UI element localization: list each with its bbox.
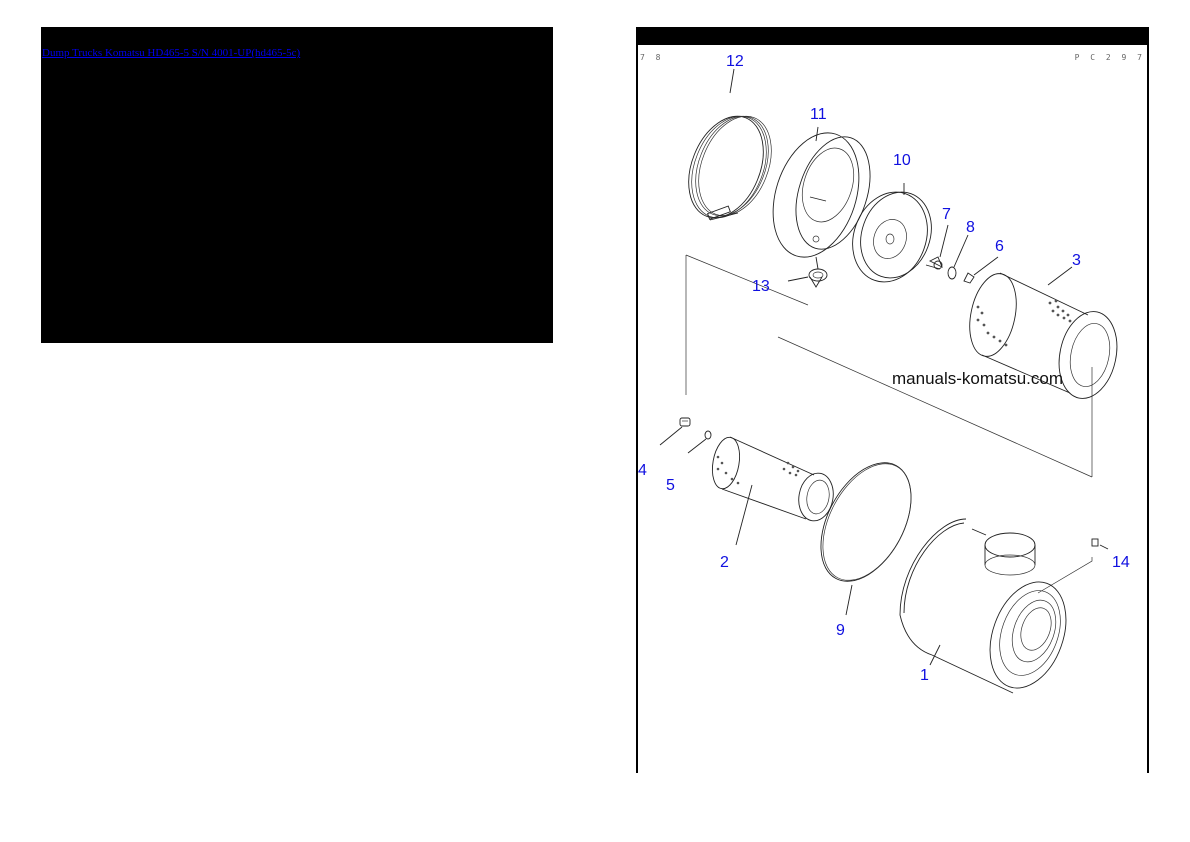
wing-nut-icon [925, 256, 943, 270]
seal-icon [963, 272, 975, 284]
clamp-band-icon [688, 115, 772, 221]
evacuator-valve-icon [808, 268, 828, 288]
callout-5[interactable]: 5 [666, 477, 675, 494]
callout-4[interactable]: 4 [638, 462, 647, 479]
washer-small-icon [704, 430, 712, 440]
filter-housing-icon [899, 518, 1067, 694]
watermark-text: manuals-komatsu.com [892, 369, 1063, 388]
callout-8[interactable]: 8 [966, 219, 975, 236]
callout-11[interactable]: 11 [810, 106, 827, 123]
washer-icon [947, 266, 957, 280]
callout-3[interactable]: 3 [1072, 252, 1081, 269]
callout-1[interactable]: 1 [920, 667, 929, 684]
model-title-link[interactable]: Dump Trucks Komatsu HD465-5 S/N 4001-UP(… [42, 47, 301, 59]
parts-diagram-panel: 7 8 P C 2 9 7 [636, 27, 1149, 773]
inner-filter-element-icon [711, 436, 834, 522]
callout-9[interactable]: 9 [836, 622, 845, 639]
parts-diagram-image: 7 8 P C 2 9 7 [636, 45, 1149, 773]
cover-icon [772, 132, 871, 258]
callout-2[interactable]: 2 [720, 554, 729, 571]
callout-7[interactable]: 7 [942, 206, 951, 223]
callout-10[interactable]: 10 [893, 152, 911, 169]
end-plate-icon [852, 191, 932, 283]
page-ref-left: 7 8 [640, 53, 664, 62]
callout-6[interactable]: 6 [995, 238, 1004, 255]
page-ref-right: P C 2 9 7 [1074, 53, 1145, 62]
title-panel: Dump Trucks Komatsu HD465-5 S/N 4001-UP(… [41, 27, 553, 343]
nut-icon [679, 417, 691, 427]
callout-12[interactable]: 12 [726, 53, 744, 70]
indicator-plug-icon [1091, 538, 1099, 547]
diagram-header-bar [636, 27, 1149, 45]
callout-13[interactable]: 13 [752, 278, 770, 295]
exploded-view-drawing: 12 11 10 7 8 6 3 13 manuals-komatsu.com … [638, 53, 1130, 694]
callout-14[interactable]: 14 [1112, 554, 1130, 571]
outer-filter-element-icon [969, 272, 1118, 399]
